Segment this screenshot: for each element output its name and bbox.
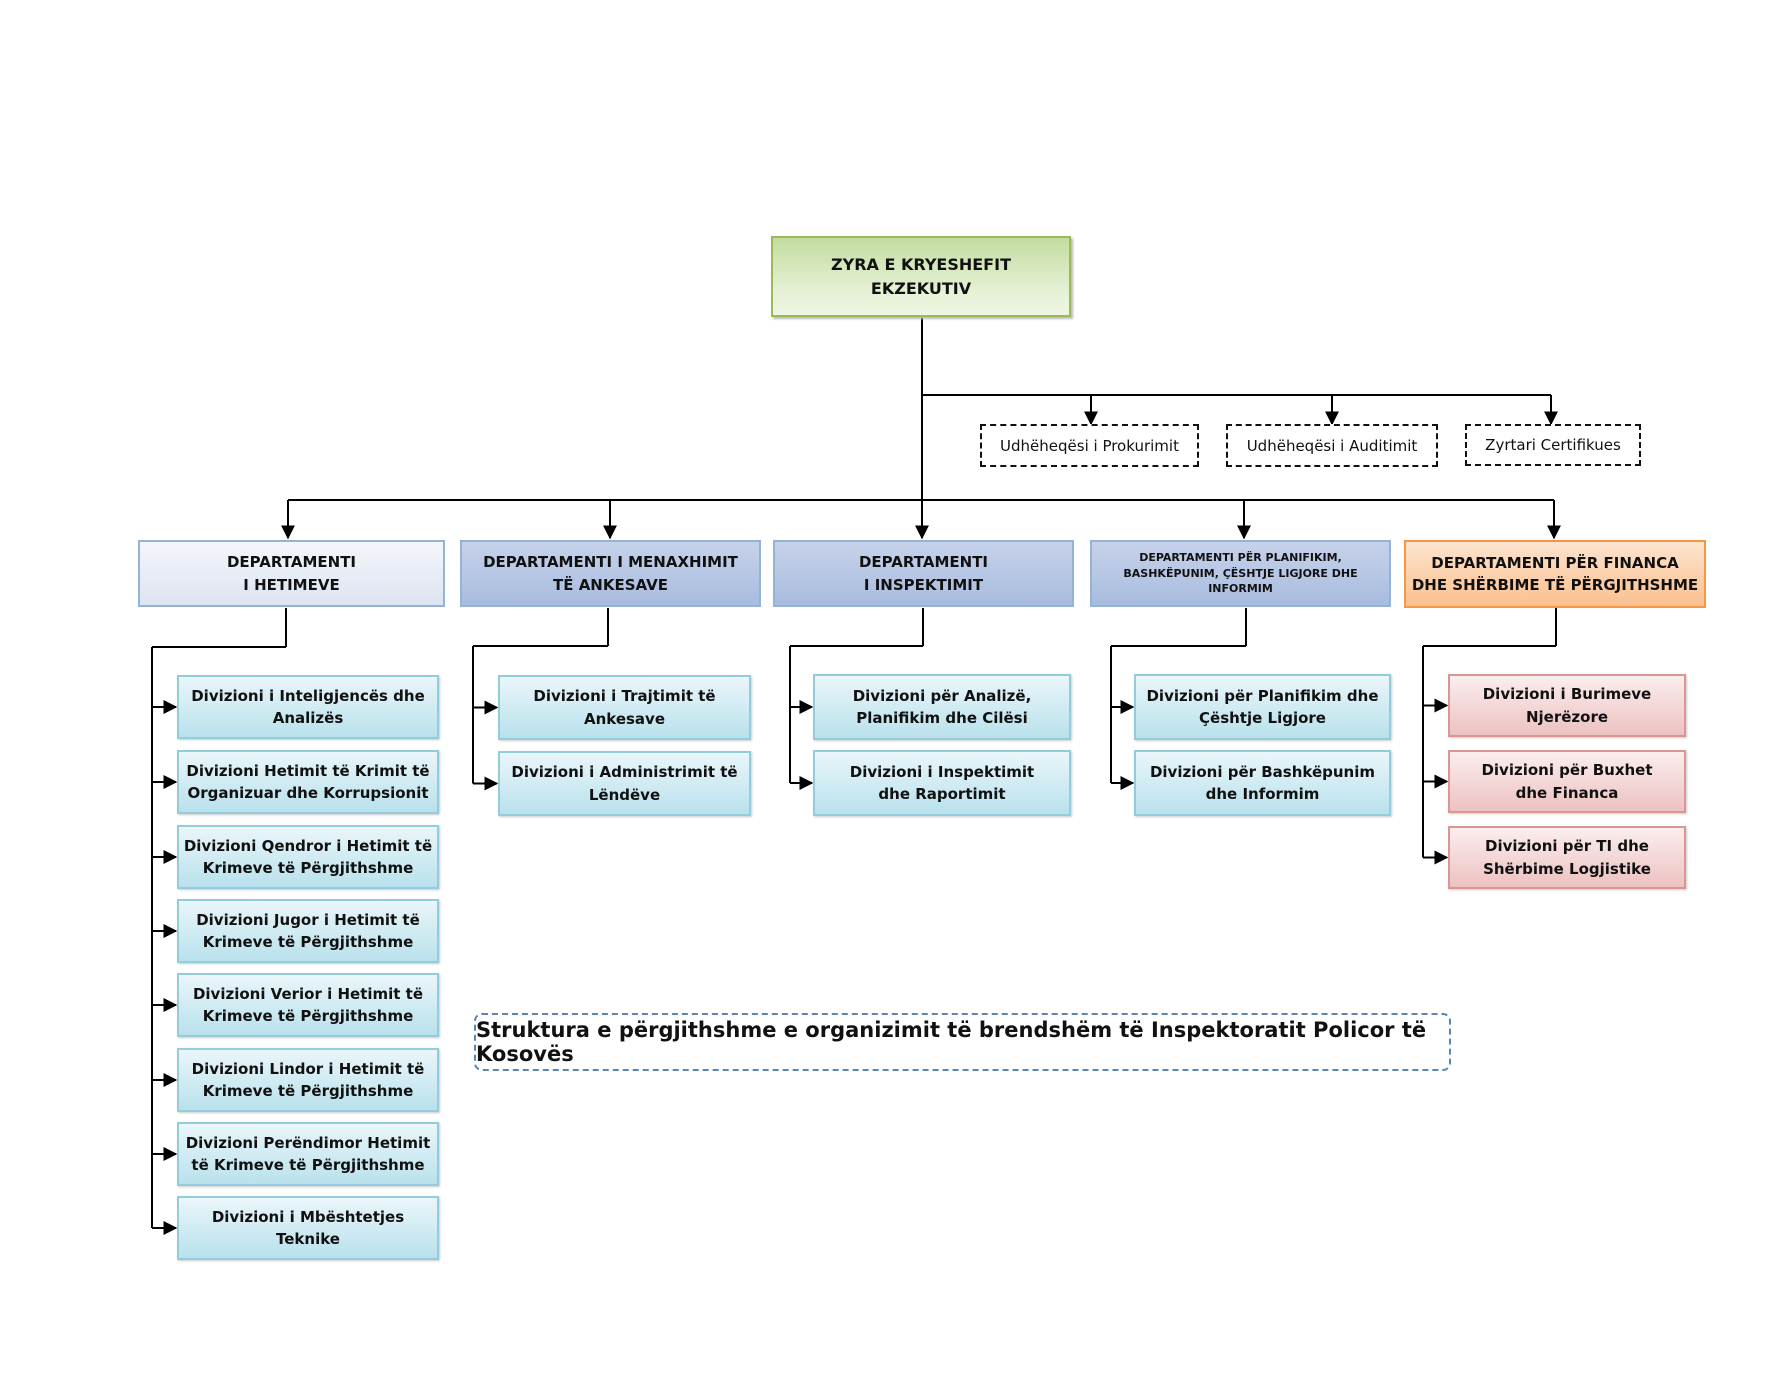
department-label: BASHKËPUNIM, ÇËSHTJE LIGJORE DHE — [1123, 566, 1358, 580]
division-label: Divizioni i Burimeve — [1482, 685, 1652, 703]
investigations-department-box: DEPARTAMENTI I HETIMEVE — [138, 540, 445, 607]
department-label: DEPARTAMENTI I MENAXHIMIT — [483, 553, 738, 571]
division-label: Organizuar dhe Korrupsionit — [187, 784, 429, 802]
division-box: Divizioni i Trajtimit të Ankesave — [498, 675, 751, 740]
division-label: Divizioni për Bashkëpunim — [1149, 762, 1376, 781]
division-box: Divizioni i Inspektimit dhe Raportimit — [813, 750, 1071, 816]
division-label: Divizioni i Mbështetjes — [211, 1207, 405, 1226]
department-label: INFORMIM — [1208, 582, 1273, 596]
division-label: Krimeve të Përgjithshme — [202, 933, 414, 951]
division-box: Divizioni Lindor i Hetimit të Krimeve të … — [177, 1048, 439, 1112]
planning-department-box: DEPARTAMENTI PËR PLANIFIKIM, BASHKËPUNIM… — [1090, 540, 1391, 607]
division-label: Divizioni Verior i Hetimit të — [192, 984, 424, 1003]
division-label: Krimeve të Përgjithshme — [202, 1082, 414, 1100]
division-box: Divizioni Perëndimor Hetimit të Krimeve t… — [177, 1122, 439, 1186]
division-box: Divizioni për Bashkëpunim dhe Informim — [1134, 750, 1391, 816]
division-label: Divizioni për Analizë, — [852, 686, 1032, 705]
division-box: Divizioni Hetimit të Krimit të Organizuar… — [177, 750, 439, 814]
department-label: DEPARTAMENTI PËR FINANCA — [1431, 553, 1679, 572]
division-label: Analizës — [272, 709, 344, 727]
department-label: DEPARTAMENTI PËR PLANIFIKIM, — [1139, 550, 1342, 564]
division-label: Divizioni i Inteligjencës dhe — [191, 686, 425, 705]
division-box: Divizioni Verior i Hetimit të Krimeve të … — [177, 973, 439, 1037]
division-label: dhe Raportimit — [878, 785, 1006, 803]
division-label: dhe Informim — [1205, 785, 1320, 803]
division-label: Divizioni Hetimit të Krimit të — [186, 761, 430, 780]
audit-head-box: Udhëheqësi i Auditimit — [1226, 424, 1438, 467]
division-label: Divizioni për TI dhe — [1485, 837, 1649, 855]
executive-office-line2: EKZEKUTIV — [870, 278, 972, 298]
division-label: Teknike — [276, 1230, 340, 1248]
division-label: Lëndëve — [588, 785, 661, 804]
department-label: I HETIMEVE — [243, 575, 340, 594]
division-label: Divizioni Lindor i Hetimit të — [191, 1059, 425, 1078]
division-label: Ankesave — [583, 709, 666, 728]
division-label: Çështje Ligjore — [1199, 709, 1326, 727]
division-label: Krimeve të Përgjithshme — [202, 859, 414, 877]
division-label: Divizioni për Buxhet — [1481, 761, 1653, 779]
division-label: Divizioni Qendror i Hetimit të — [183, 836, 433, 855]
executive-office-box: ZYRA E KRYESHEFIT EKZEKUTIV — [771, 236, 1071, 317]
department-label: I INSPEKTIMIT — [863, 575, 984, 594]
certifying-officer-box: Zyrtari Certifikues — [1465, 424, 1641, 466]
department-label: DEPARTAMENTI — [226, 553, 357, 571]
division-label: Divizioni i Administrimit të — [511, 763, 738, 781]
division-box: Divizioni për Buxhet dhe Financa — [1448, 750, 1686, 813]
division-label: dhe Financa — [1515, 783, 1619, 802]
division-box: Divizioni i Administrimit të Lëndëve — [498, 751, 751, 816]
department-label: DEPARTAMENTI — [858, 553, 989, 571]
division-label: Divizioni Jugor i Hetimit të — [196, 910, 420, 929]
inspection-department-box: DEPARTAMENTI I INSPEKTIMIT — [773, 540, 1074, 607]
division-box: Divizioni Qendror i Hetimit të Krimeve të… — [177, 825, 439, 889]
division-label: Divizioni Perëndimor Hetimit — [185, 1133, 431, 1152]
department-label: TË ANKESAVE — [553, 575, 668, 594]
chart-caption: Struktura e përgjithshme e organizimit t… — [474, 1013, 1451, 1071]
executive-office-line1: ZYRA E KRYESHEFIT — [831, 254, 1011, 274]
procurement-head-box: Udhëheqësi i Prokurimit — [980, 424, 1199, 467]
department-label: DHE SHËRBIME TË PËRGJITHSHME — [1411, 576, 1699, 594]
division-label: Divizioni i Inspektimit — [849, 762, 1035, 781]
division-label: Planifikim dhe Cilësi — [856, 709, 1028, 727]
division-label: Divizioni për Planifikim dhe — [1146, 686, 1379, 705]
division-box: Divizioni për Analizë, Planifikim dhe Cil… — [813, 674, 1071, 740]
complaints-department-box: DEPARTAMENTI I MENAXHIMIT TË ANKESAVE — [460, 540, 761, 607]
division-label: Njerëzore — [1525, 707, 1609, 726]
division-label: Divizioni i Trajtimit të — [533, 687, 716, 705]
division-box: Divizioni Jugor i Hetimit të Krimeve të P… — [177, 899, 439, 963]
finance-department-box: DEPARTAMENTI PËR FINANCA DHE SHËRBIME TË… — [1404, 540, 1706, 608]
division-label: të Krimeve të Përgjithshme — [191, 1156, 425, 1174]
division-label: Shërbime Logjistike — [1483, 859, 1651, 878]
division-label: Krimeve të Përgjithshme — [202, 1007, 414, 1025]
